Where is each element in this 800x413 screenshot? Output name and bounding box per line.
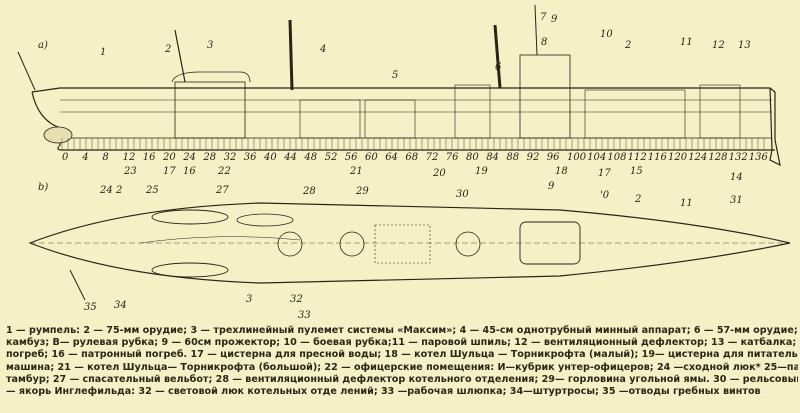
callout-number: 2 — [115, 185, 122, 196]
frame-number: 4 — [81, 152, 88, 163]
frame-number: 88 — [506, 152, 519, 163]
frame-number: 100 — [567, 152, 587, 163]
callout-number: 11 — [680, 37, 693, 48]
callout-number: 18 — [555, 166, 568, 177]
frame-number: 112 — [628, 152, 647, 163]
frame-number: 44 — [283, 152, 297, 163]
callout-number: 3 — [246, 294, 252, 305]
frame-number: 128 — [708, 152, 727, 163]
callout-number: 6 — [495, 62, 502, 73]
caption-line: погреб; 16 — патронный погреб. 17 — цист… — [6, 349, 798, 361]
frame-number: 72 — [426, 152, 439, 163]
callout-number: 28 — [302, 186, 316, 197]
callout-number: 4 — [319, 44, 326, 55]
callout-number: 23 — [123, 166, 137, 177]
frame-number: 104 — [587, 152, 606, 163]
callout-number: 15 — [630, 166, 643, 177]
callout-number: 8 — [541, 37, 547, 48]
callout-number: 33 — [298, 310, 311, 320]
callout-number: 14 — [730, 172, 743, 183]
profile-view: a) — [17, 4, 781, 167]
callout-number: 2 — [634, 194, 641, 205]
frame-number: 124 — [688, 152, 707, 163]
callout-number: 27 — [215, 185, 229, 196]
callout-number: 30 — [456, 189, 469, 200]
frame-number: 92 — [527, 152, 540, 163]
frame-number: 52 — [325, 152, 338, 163]
frame-number: 56 — [345, 152, 358, 163]
callout-number: 24 — [99, 185, 113, 196]
profile-view-label: a) — [38, 40, 48, 51]
frame-number: 8 — [102, 152, 108, 163]
frame-number: 120 — [668, 152, 688, 163]
callout-number: 17 — [163, 166, 176, 177]
caption-line: тамбур; 27 — спасательный вельбот; 28 — … — [6, 373, 798, 385]
callout-number: 3 — [207, 40, 213, 51]
caption-line: камбуз; В— рулевая рубка; 9 — 60см проже… — [6, 337, 798, 349]
frame-number: 108 — [607, 152, 626, 163]
frame-number: 80 — [466, 152, 479, 163]
callout-number: 20 — [432, 168, 446, 179]
callout-number: 25 — [145, 185, 159, 196]
callout-number: 13 — [738, 40, 751, 51]
caption-line: — якорь Инглефильда: 32 — световой люк к… — [6, 386, 761, 398]
callout-number: 9 — [551, 14, 558, 25]
caption-line: машина; 21 — котел Шульца— Торникрофта (… — [6, 361, 798, 373]
callout-number: 34 — [114, 300, 127, 311]
callout-number: 21 — [349, 166, 363, 177]
caption-line: 1 — румпель: 2 — 75-мм орудие; 3 — трехл… — [6, 325, 798, 336]
callout-number: 31 — [730, 195, 743, 206]
plan-view: b) — [28, 182, 791, 301]
callout-number: 1 — [100, 47, 106, 58]
frame-number: 40 — [263, 152, 277, 163]
frame-number: 20 — [162, 152, 176, 163]
callout-number: 22 — [217, 166, 231, 177]
frame-number: 28 — [202, 152, 216, 163]
frame-number: 36 — [244, 152, 257, 163]
callout-number: 11 — [680, 198, 693, 209]
callout-number: 29 — [355, 186, 369, 197]
frame-number: 60 — [365, 152, 378, 163]
callout-number: 35 — [84, 302, 97, 313]
frame-number: 16 — [143, 152, 156, 163]
callout-number: 9 — [548, 181, 555, 192]
frame-number: 0 — [62, 152, 69, 163]
whaleboat — [151, 209, 229, 225]
callout-number: 19 — [475, 166, 488, 177]
frame-number: 116 — [648, 152, 668, 163]
frame-number: 12 — [123, 152, 136, 163]
callout-number: '0 — [600, 190, 610, 201]
frame-number: 48 — [303, 152, 317, 163]
callout-number: 17 — [598, 168, 611, 179]
callout-number: 10 — [600, 29, 613, 40]
frame-number: 132 — [729, 152, 748, 163]
plan-view-label: b) — [38, 182, 48, 193]
frame-number: 64 — [385, 152, 398, 163]
legend-caption: 1 — румпель: 2 — 75-мм орудие; 3 — трехл… — [6, 325, 798, 398]
frame-number: 32 — [224, 152, 237, 163]
callout-number: 5 — [392, 70, 398, 81]
callout-number: 2 — [624, 40, 631, 51]
callout-number: 16 — [183, 166, 196, 177]
frame-number: 68 — [405, 152, 418, 163]
frame-number: 76 — [446, 152, 459, 163]
hull-profile — [31, 87, 781, 167]
frame-number: 84 — [486, 152, 499, 163]
frame-number: 96 — [547, 152, 560, 163]
callout-number: 32 — [290, 294, 303, 305]
callout-number: 7 — [540, 12, 547, 23]
callout-number: 12 — [712, 40, 725, 51]
frame-number: 24 — [182, 152, 196, 163]
frame-number: 136 — [749, 152, 769, 163]
callout-number: 2 — [164, 44, 171, 55]
